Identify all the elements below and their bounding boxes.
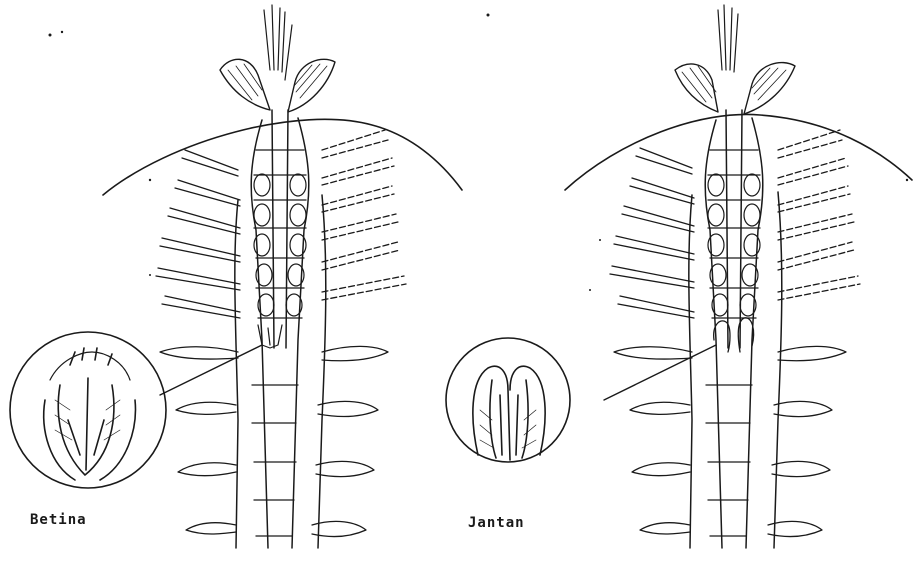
- specks-right: [487, 14, 909, 292]
- female-specimen: [10, 5, 462, 548]
- body-column-right: [689, 110, 782, 548]
- male-label: Jantan: [468, 515, 525, 531]
- pleopods-right: [614, 346, 846, 536]
- antennal-scale-left-b: [288, 59, 335, 112]
- antennal-scale-right-a: [675, 64, 718, 112]
- antennae-right: [718, 5, 738, 72]
- walking-legs-right-right-side: [778, 130, 860, 300]
- coxae-right: [708, 174, 760, 316]
- body-column-left: [235, 110, 326, 548]
- walking-legs-right-side: [322, 130, 406, 300]
- walking-legs-right-left-side: [610, 148, 694, 318]
- coxae-left: [254, 174, 306, 316]
- antennal-scale-left-a: [220, 59, 270, 110]
- pointer-line-left: [160, 345, 262, 395]
- petasma-region: [714, 318, 754, 352]
- carapace-outline-right: [565, 114, 912, 190]
- walking-legs-left-side: [156, 150, 240, 318]
- specks-left: [49, 31, 152, 276]
- pleopods-left: [160, 346, 388, 536]
- antennae-left: [264, 5, 292, 80]
- pointer-line-right: [604, 345, 716, 400]
- female-label: Betina: [30, 512, 87, 528]
- inset-petasma: [446, 338, 570, 462]
- antennal-scale-right-b: [744, 63, 795, 114]
- male-specimen: [446, 5, 912, 548]
- carapace-outline-left: [103, 119, 462, 195]
- inset-thelycum: [10, 332, 166, 488]
